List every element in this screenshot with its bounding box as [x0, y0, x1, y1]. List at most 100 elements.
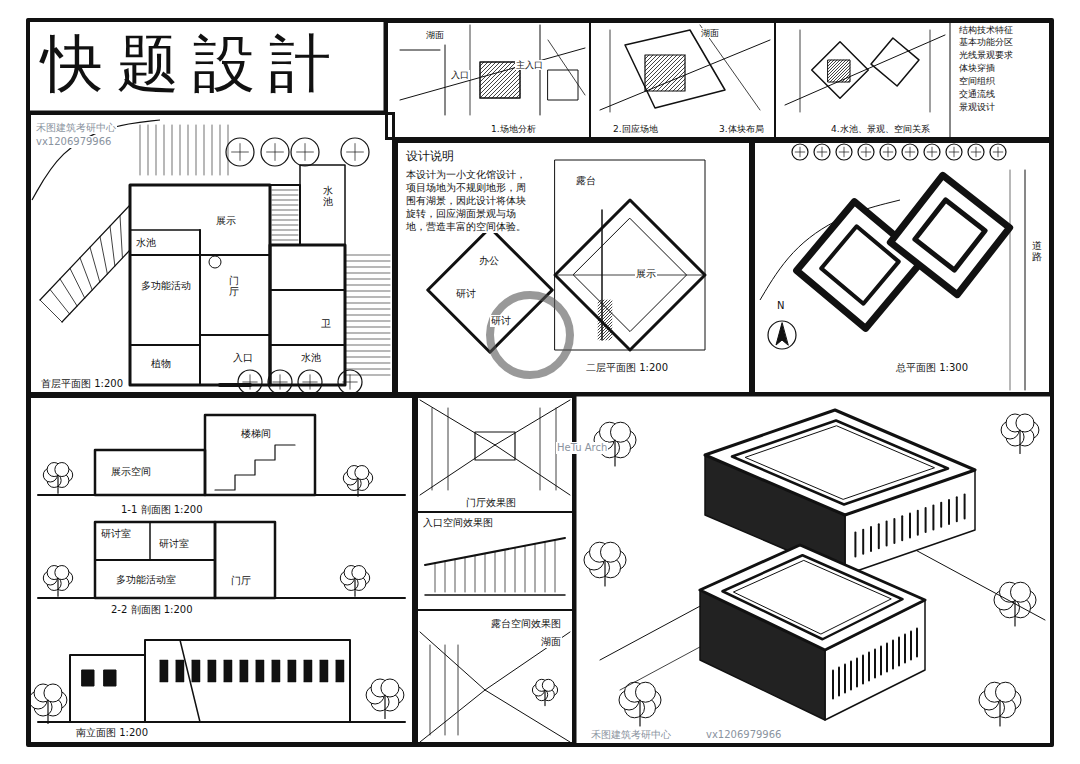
tree-symbol — [866, 147, 867, 157]
sketch-line — [545, 542, 546, 592]
tree-symbol — [836, 144, 852, 160]
hatch-line — [512, 90, 520, 98]
drawing-label: 结构技术特征 — [958, 25, 1014, 35]
drawing-label: 1.场地分析 — [490, 124, 537, 134]
tree-symbol — [1016, 414, 1034, 432]
tree-symbol — [822, 147, 823, 157]
sketch-line — [485, 632, 570, 690]
drawing-label: 2-2 剖面图 1:200 — [110, 604, 194, 616]
wall-outline — [70, 655, 145, 722]
sketch-line — [800, 30, 801, 112]
tree-symbol — [55, 566, 69, 580]
hatch-line — [609, 337, 612, 340]
tree-symbol — [932, 147, 933, 157]
sketch-line — [435, 563, 436, 592]
paving-line — [140, 125, 141, 175]
tree-symbol — [1011, 582, 1031, 602]
paving-line — [345, 291, 390, 292]
tree-symbol — [888, 147, 889, 157]
hatch-line — [496, 74, 520, 98]
panel-divider — [589, 20, 591, 140]
tree-symbol — [298, 370, 322, 394]
paving-line — [228, 125, 229, 175]
drawing-label: 2.回应场地 — [612, 124, 659, 134]
wall-outline — [270, 245, 345, 385]
panel-divider — [415, 511, 575, 513]
sketch-line — [525, 546, 526, 592]
window — [336, 660, 344, 682]
tree-symbol — [355, 466, 369, 480]
tree-trunk — [999, 700, 1000, 726]
drawing-label: 门厅 — [230, 575, 252, 587]
drawing-label: 露台 — [575, 175, 597, 187]
wall-outline — [270, 185, 300, 245]
sketch-line — [400, 48, 585, 100]
parking-stripe — [70, 268, 85, 298]
sketch-line — [445, 45, 446, 115]
watermark-text: HeTu Arch — [556, 442, 608, 454]
panel-divider — [950, 20, 951, 140]
parking-stripe — [60, 279, 77, 306]
hatch-line — [480, 62, 516, 98]
window-stripe — [832, 671, 834, 699]
window-stripe — [838, 668, 840, 696]
hatch-line — [492, 70, 520, 98]
window-stripe — [893, 519, 895, 543]
lower-floor-outline — [555, 160, 705, 350]
hatch-line — [828, 60, 834, 66]
hatch-line — [598, 310, 612, 324]
drawing-label: 入口 — [450, 70, 470, 80]
hatch-line — [649, 55, 685, 91]
sketch-line — [180, 640, 200, 722]
window-stripe — [862, 530, 864, 554]
sketch-line — [465, 557, 466, 592]
window-stripe — [948, 500, 950, 524]
tree-trunk — [357, 478, 358, 496]
wall-outline — [475, 432, 515, 460]
tree-symbol — [990, 144, 1006, 160]
paving-line — [272, 190, 298, 191]
tree-symbol — [55, 463, 69, 477]
drawing-label: 水池 — [300, 352, 322, 364]
north-arrow — [776, 323, 788, 345]
tree-symbol — [814, 144, 830, 160]
sketch-line — [930, 30, 931, 112]
paving-line — [345, 351, 390, 352]
window — [256, 660, 264, 682]
sketch-line — [540, 408, 541, 490]
tree-symbol — [998, 147, 999, 157]
stair-symbol — [215, 445, 295, 490]
sketch-line — [555, 540, 556, 592]
window-stripe — [856, 659, 858, 687]
paving-line — [345, 303, 390, 304]
hatch-line — [645, 55, 661, 71]
sketch-line — [400, 50, 440, 51]
drawing-label: 3.体块布局 — [718, 124, 765, 134]
paving-line — [164, 125, 165, 175]
tree-trunk — [354, 578, 355, 596]
drawing-label: 植物 — [150, 358, 172, 370]
paving-line — [345, 369, 390, 370]
tree-trunk — [614, 440, 615, 466]
panel-divider — [415, 609, 575, 611]
sketch-group — [28, 20, 1052, 745]
roof-parapet — [746, 426, 935, 500]
hatch-line — [480, 62, 512, 94]
hatch-line — [598, 316, 612, 330]
watermark-logo — [490, 295, 570, 375]
wall-outline — [95, 522, 215, 598]
drawing-label: 研讨 — [455, 288, 477, 300]
roof-outline — [700, 545, 925, 650]
hatch-line — [480, 62, 496, 78]
window-stripe — [868, 653, 870, 681]
window — [304, 660, 312, 682]
parking-stripe — [90, 247, 100, 282]
tree-symbol — [240, 144, 241, 161]
drawing-label: 多功能活动室 — [115, 574, 177, 586]
hatch-line — [598, 322, 612, 336]
window-stripe — [916, 629, 918, 657]
tree-symbol — [946, 144, 962, 160]
hatch-line — [480, 62, 484, 66]
drawing-panel: 门厅效果图入口空间效果图露台空间效果图湖面 — [415, 395, 575, 745]
sketch-line — [485, 690, 570, 742]
